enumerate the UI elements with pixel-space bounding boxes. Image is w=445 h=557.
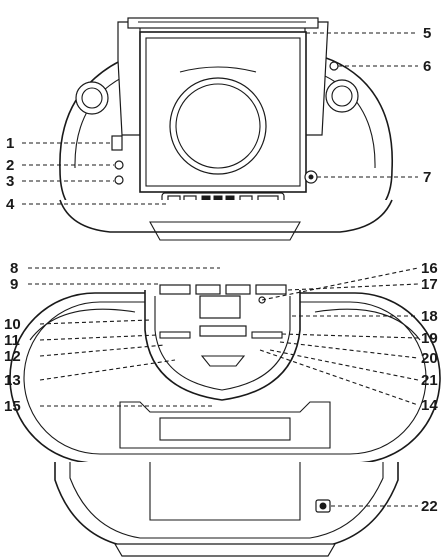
leader-19	[281, 333, 419, 339]
callout-leaders	[22, 32, 419, 507]
callout-5: 5	[423, 25, 431, 42]
cd-disc	[169, 77, 267, 175]
back-foot	[113, 543, 337, 557]
callout-21: 21	[421, 372, 438, 389]
front-view	[59, 17, 394, 241]
volume-knob-center	[308, 174, 314, 180]
right-speaker-cone	[331, 85, 353, 107]
callout-22: 22	[421, 498, 438, 515]
callout-8: 8	[10, 260, 18, 277]
top-button	[195, 284, 221, 295]
lcd-display	[199, 295, 241, 319]
control-arch	[144, 290, 301, 401]
callout-20: 20	[421, 350, 438, 367]
callout-9: 9	[10, 276, 18, 293]
leader-16	[261, 267, 419, 301]
callout-10: 10	[4, 316, 21, 333]
top-button	[225, 284, 251, 295]
control-arch-inner	[154, 296, 291, 391]
top-button	[255, 284, 287, 295]
lid-left-post	[117, 21, 141, 136]
callout-19: 19	[421, 330, 438, 347]
leader-13	[39, 359, 176, 381]
back-body-inner	[69, 462, 384, 539]
leader-11	[39, 334, 159, 341]
right-speaker	[325, 79, 359, 113]
jack-3	[114, 175, 124, 185]
left-speaker-cone	[81, 87, 103, 109]
callout-4: 4	[6, 196, 15, 213]
back-body-outline	[54, 462, 399, 549]
leader-17	[287, 283, 419, 291]
leader-20	[279, 341, 419, 359]
callout-13: 13	[4, 372, 21, 389]
center-button	[200, 355, 246, 367]
callout-15: 15	[4, 398, 21, 415]
power-socket-pin	[319, 502, 327, 510]
callout-16: 16	[421, 260, 438, 277]
front-foot	[149, 221, 301, 241]
handle-recess	[119, 401, 331, 449]
callout-12: 12	[4, 348, 21, 365]
callout-18: 18	[421, 308, 438, 325]
callout-7: 7	[423, 169, 431, 186]
left-mode-button	[159, 331, 191, 339]
callout-14: 14	[421, 397, 438, 414]
callout-2: 2	[6, 157, 14, 174]
right-grille-arc	[314, 308, 421, 341]
callout-17: 17	[421, 276, 438, 293]
callout-11: 11	[4, 332, 20, 349]
top-view	[9, 284, 441, 464]
cd-lid-top-edge	[127, 17, 319, 29]
top-body-inner	[23, 301, 427, 455]
front-base	[59, 199, 393, 233]
leader-10	[39, 319, 151, 325]
callout-6: 6	[423, 58, 431, 75]
usb-port	[111, 135, 123, 151]
indicator-light	[329, 61, 339, 71]
cd-disc-ring	[175, 83, 261, 169]
top-button	[159, 284, 191, 295]
back-handle-slot	[149, 462, 301, 521]
right-mode-button	[251, 331, 283, 339]
cd-spindle-arc	[179, 66, 257, 73]
cassette-area	[159, 417, 291, 441]
left-grille-arc	[29, 308, 136, 341]
mode-button-bar	[199, 325, 247, 337]
callout-labels: 1 2 3 4 5 6 7 8 9 10 11 12 13 14 15 16 1…	[4, 25, 438, 515]
callout-1: 1	[6, 135, 14, 152]
left-speaker	[75, 81, 109, 115]
cd-lid-inner	[145, 37, 301, 187]
back-view	[54, 462, 399, 557]
jack-2	[114, 160, 124, 170]
callout-3: 3	[6, 173, 14, 190]
